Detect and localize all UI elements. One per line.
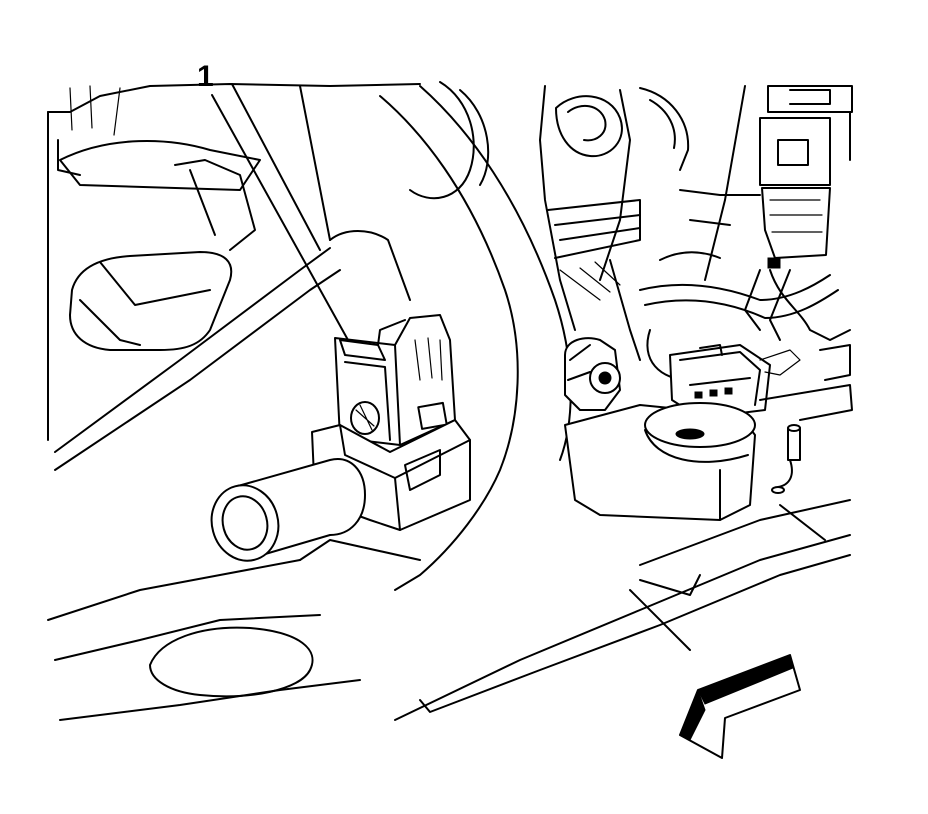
harness-connector: [669, 344, 801, 419]
steering-column: [679, 85, 853, 281]
sensor-bracket-clip: [334, 314, 456, 446]
sensor-shaft: [210, 458, 366, 562]
brake-pedal-support: [539, 85, 690, 361]
callout-1: 1: [197, 60, 349, 341]
callout-1-label: 1: [197, 60, 214, 93]
wiring-harness: [639, 251, 839, 381]
pedal-bracket-brace: [329, 81, 572, 591]
callout-1-leader-line: [211, 94, 349, 341]
pedal-mounting-boss: [564, 402, 756, 521]
stud-fastener: [769, 269, 851, 494]
foot-rest-pad: [69, 159, 256, 351]
cabin-background: [47, 83, 421, 471]
arrow-icon: [679, 654, 801, 759]
floor-panel: [47, 384, 853, 721]
pivot-bolt: [564, 337, 621, 411]
